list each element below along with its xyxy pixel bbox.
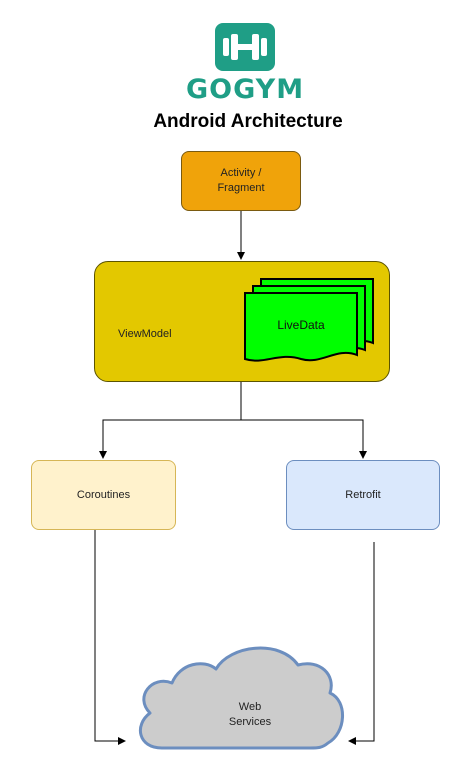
activity-label-line1: Activity /: [220, 167, 262, 180]
edge-viewmodel-to-coroutines: [99, 419, 241, 459]
web-label-line1: Web: [238, 701, 262, 713]
activity-fragment-node: Activity / Fragment: [181, 151, 301, 211]
retrofit-label: Retrofit: [345, 488, 381, 501]
retrofit-node: Retrofit: [286, 460, 440, 530]
diagram-title: Android Architecture: [153, 111, 343, 132]
livedata-node: [244, 278, 374, 362]
coroutines-node: Coroutines: [31, 460, 176, 530]
cloud-shape: [139, 646, 344, 750]
activity-label-line2: Fragment: [217, 182, 265, 194]
dumbbell-icon: [223, 34, 267, 60]
web-label-line2: Services: [228, 715, 272, 728]
web-services-cloud: [139, 646, 344, 750]
viewmodel-label: ViewModel: [118, 328, 172, 340]
web-services-label: Web Services: [205, 700, 295, 730]
edge-retrofit-to-web: [348, 542, 375, 745]
livedata-label: LiveData: [277, 318, 325, 332]
app-logo: [215, 23, 275, 71]
coroutines-label: Coroutines: [76, 488, 131, 501]
livedata-doc-front: [244, 292, 358, 362]
edge-coroutines-to-web: [94, 530, 126, 745]
edge-viewmodel-to-retrofit: [241, 419, 367, 459]
brand-name: GOGYM: [186, 74, 305, 105]
